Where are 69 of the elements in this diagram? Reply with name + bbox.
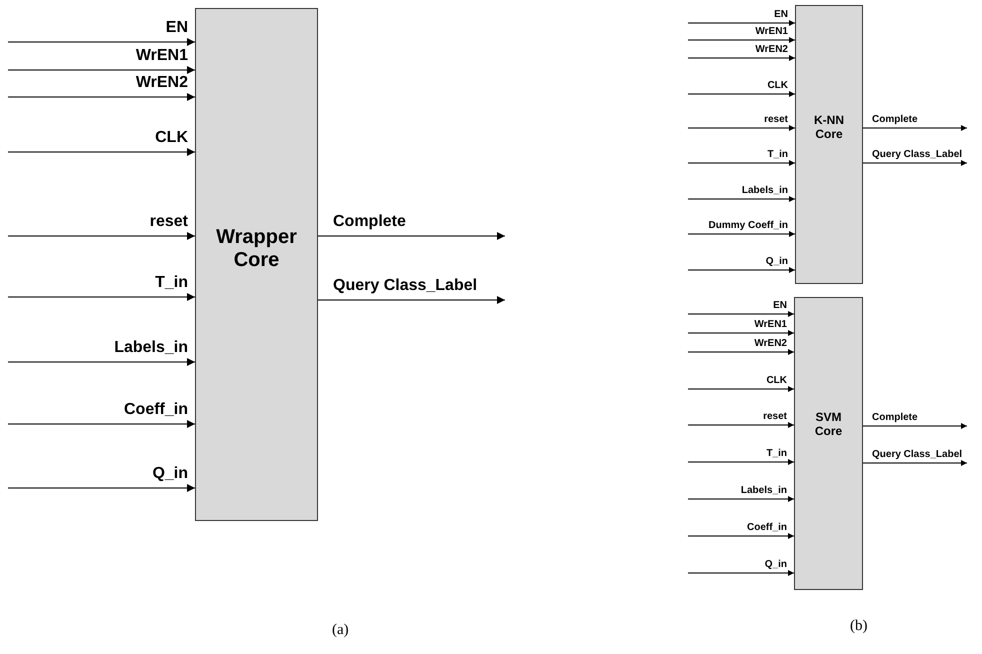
signal-arrow <box>688 55 796 61</box>
signal-arrow <box>688 459 794 465</box>
signal-label: Labels_in <box>740 185 789 196</box>
signal-label: Query Class_Label <box>871 449 964 460</box>
block-title: SVM Core <box>814 411 844 439</box>
signal-arrow <box>8 38 196 46</box>
signal-label: WrEN2 <box>753 338 788 349</box>
signal-label: Coeff_in <box>123 401 189 419</box>
signal-arrow <box>688 496 794 502</box>
signal-arrow <box>688 196 796 202</box>
signal-arrow <box>8 232 196 240</box>
signal-label: Query Class_Label <box>871 149 964 160</box>
signal-label: Q_in <box>764 559 788 570</box>
signal-label: Complete <box>871 412 919 423</box>
signal-label: WrEN1 <box>754 26 789 37</box>
signal-arrow <box>8 66 196 74</box>
signal-arrow <box>318 296 506 304</box>
signal-arrow <box>688 386 794 392</box>
signal-label: CLK <box>765 375 788 386</box>
signal-label: T_in <box>765 448 788 459</box>
signal-label: CLK <box>766 80 789 91</box>
signal-arrow <box>862 125 968 131</box>
signal-arrow <box>862 160 968 166</box>
signal-arrow <box>688 330 794 336</box>
signal-arrow <box>688 20 796 26</box>
signal-label: Labels_in <box>113 339 189 357</box>
signal-label: EN <box>772 300 788 311</box>
signal-arrow <box>688 349 794 355</box>
signal-arrow <box>688 570 794 576</box>
signal-arrow <box>688 267 796 273</box>
signal-label: reset <box>762 411 788 422</box>
signal-arrow <box>8 293 196 301</box>
core-block <box>795 5 863 284</box>
signal-label: EN <box>773 9 789 20</box>
signal-arrow <box>688 160 796 166</box>
signal-label: T_in <box>766 149 789 160</box>
signal-arrow <box>862 423 968 429</box>
signal-label: reset <box>763 114 789 125</box>
signal-arrow <box>8 420 196 428</box>
signal-arrow <box>862 460 968 466</box>
signal-label: Q_in <box>764 256 789 267</box>
signal-arrow <box>318 232 506 240</box>
signal-label: Dummy Coeff_in <box>708 220 789 231</box>
core-block <box>195 8 318 521</box>
panel-caption: (b) <box>850 618 868 635</box>
block-title: K-NN Core <box>813 114 845 142</box>
signal-label: Query Class_Label <box>332 277 478 295</box>
signal-arrow <box>8 93 196 101</box>
signal-arrow <box>8 484 196 492</box>
signal-label: Complete <box>871 114 919 125</box>
signal-label: Q_in <box>151 465 189 483</box>
signal-arrow <box>688 125 796 131</box>
panel-caption: (a) <box>332 622 349 639</box>
signal-arrow <box>8 358 196 366</box>
block-title: Wrapper Core <box>215 226 298 272</box>
signal-label: Labels_in <box>740 485 788 496</box>
signal-arrow <box>688 311 794 317</box>
signal-label: Coeff_in <box>746 522 788 533</box>
signal-arrow <box>688 37 796 43</box>
signal-arrow <box>688 533 794 539</box>
signal-label: WrEN1 <box>753 319 788 330</box>
signal-label: Complete <box>332 213 407 231</box>
core-block <box>794 297 863 590</box>
signal-arrow <box>688 422 794 428</box>
signal-arrow <box>688 91 796 97</box>
signal-arrow <box>8 148 196 156</box>
signal-arrow <box>688 231 796 237</box>
signal-label: WrEN2 <box>754 44 789 55</box>
signal-label: T_in <box>154 274 189 292</box>
